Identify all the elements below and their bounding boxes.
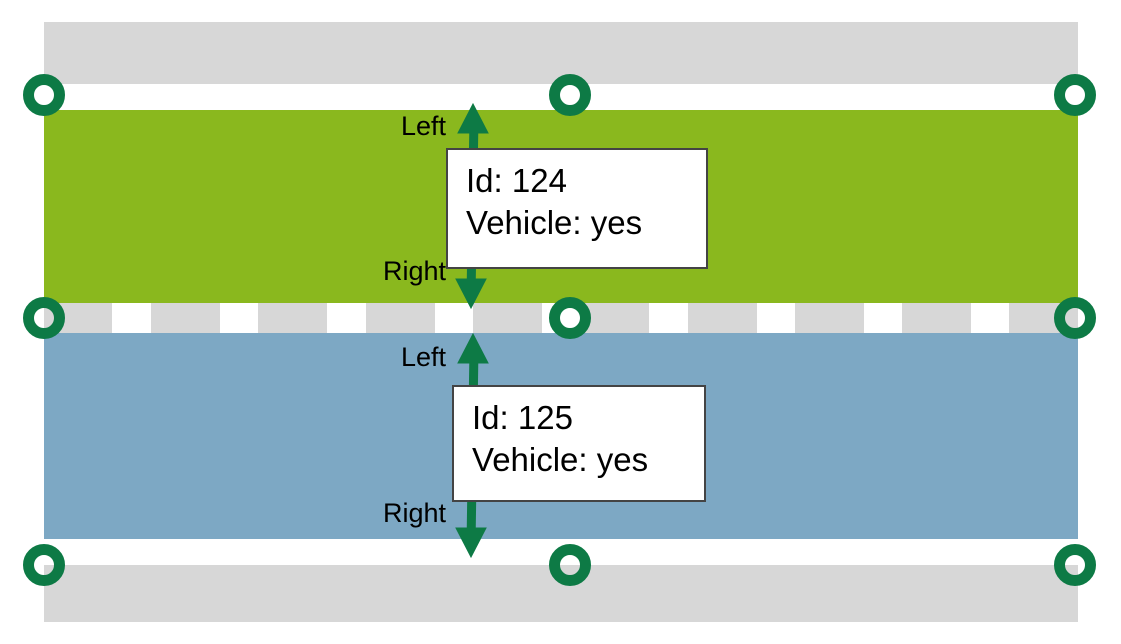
lane-dash — [258, 303, 327, 333]
waypoint-top-right[interactable] — [1054, 74, 1096, 116]
info-box-lower-line-id: Id: 125 — [472, 399, 573, 436]
lane-dash — [902, 303, 971, 333]
waypoint-bottom-right[interactable] — [1054, 544, 1096, 586]
info-box-lower-line-vehicle: Vehicle: yes — [472, 441, 649, 479]
waypoint-middle-left[interactable] — [23, 297, 65, 339]
label-upper-left: Left — [400, 111, 446, 141]
waypoint-middle-center[interactable] — [549, 297, 591, 339]
lane-dash — [473, 303, 542, 333]
label-lower-left: Left — [400, 342, 446, 372]
shoulder-top — [44, 22, 1078, 84]
lane-dash — [688, 303, 757, 333]
waypoint-top-center[interactable] — [549, 74, 591, 116]
waypoint-bottom-center[interactable] — [549, 544, 591, 586]
label-upper-right: Right — [382, 256, 446, 286]
info-box-upper[interactable]: Id: 124 Vehicle: yes — [446, 148, 708, 269]
waypoint-middle-right[interactable] — [1054, 297, 1096, 339]
lane-dash — [151, 303, 220, 333]
lane-dash — [580, 303, 649, 333]
waypoint-top-left[interactable] — [23, 74, 65, 116]
lane-dash — [366, 303, 435, 333]
info-box-upper-line-id: Id: 124 — [466, 162, 567, 199]
info-box-lower[interactable]: Id: 125 Vehicle: yes — [452, 385, 706, 502]
lane-dash — [795, 303, 864, 333]
info-box-upper-line-vehicle: Vehicle: yes — [466, 204, 643, 242]
waypoint-bottom-left[interactable] — [23, 544, 65, 586]
label-lower-right: Right — [382, 498, 446, 528]
